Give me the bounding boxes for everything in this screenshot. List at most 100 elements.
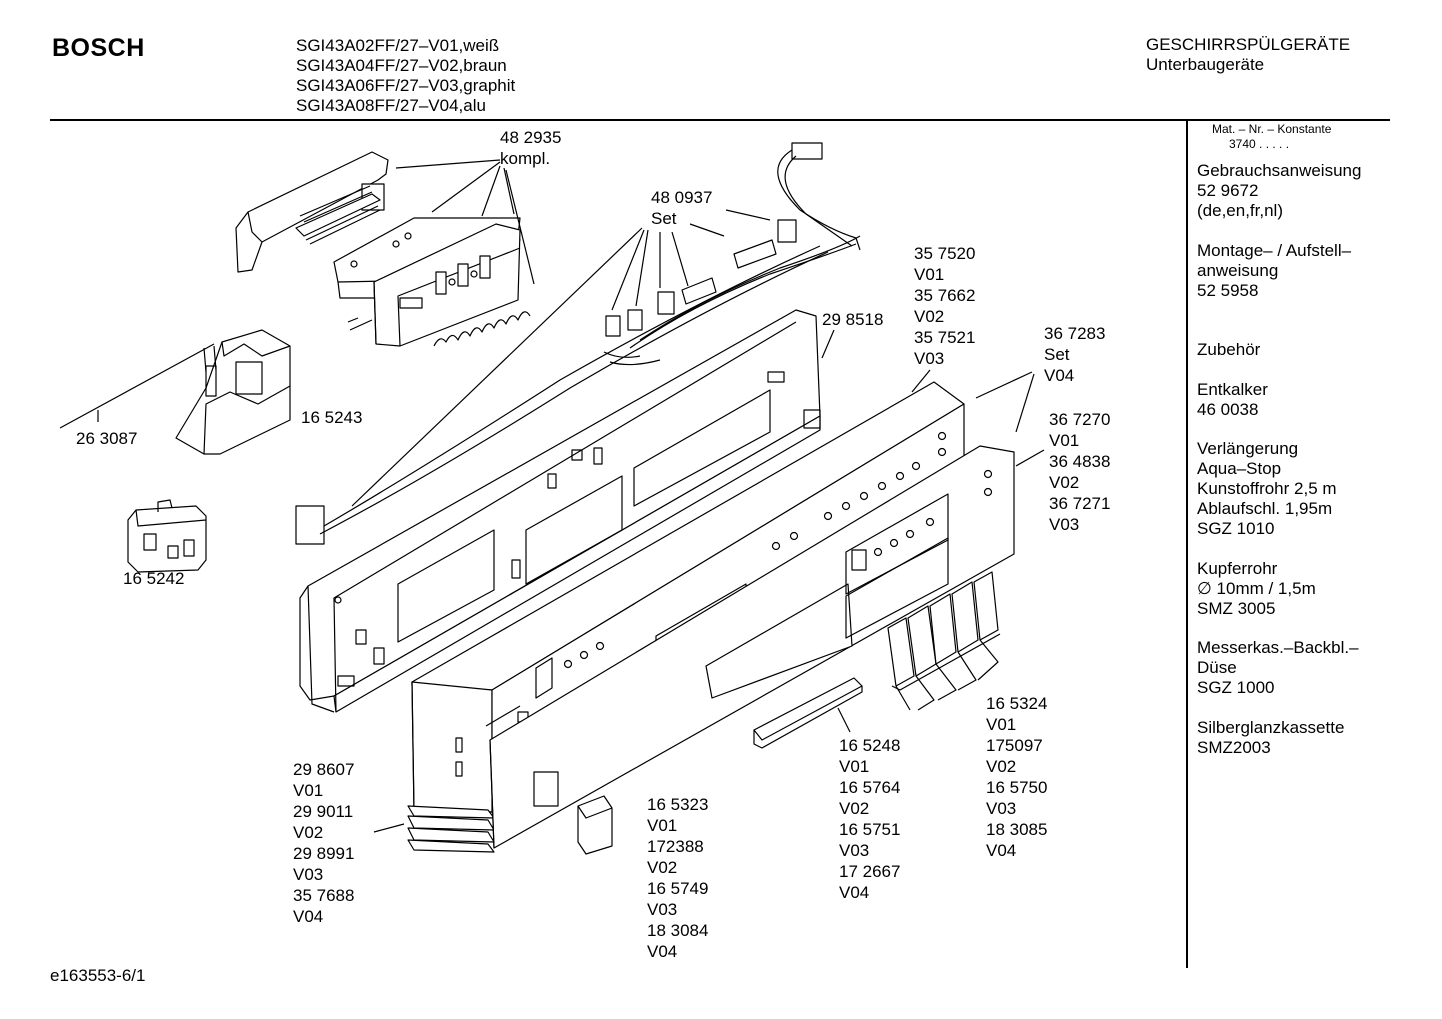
material-constant-title: Mat. – Nr. – Konstante (1212, 122, 1332, 136)
wiring-loom-drawing (296, 143, 860, 544)
material-constant: Mat. – Nr. – Konstante 3740 . . . . . (1212, 122, 1331, 152)
part-number: 29 9011 (293, 802, 354, 821)
part-number: 172388 (647, 837, 704, 856)
part-number: 175097 (986, 736, 1043, 755)
part-variant: V02 (293, 823, 324, 842)
part-number: 29 8991 (293, 844, 355, 863)
part-note: Set (651, 209, 677, 228)
part-variant: V04 (986, 841, 1017, 860)
part-label-357520: 35 7520 V01 35 7662 V02 35 7521 V03 (914, 243, 975, 369)
decor-strip-stack-drawing (408, 806, 494, 852)
model-line: SGI43A02FF/27–V01,weiß (296, 36, 500, 55)
part-number: 16 5749 (647, 879, 709, 898)
part-number: 18 3084 (647, 921, 709, 940)
part-label-298518: 29 8518 (822, 309, 883, 330)
brand-logo: BOSCH (52, 34, 145, 62)
part-label-367283: 36 7283 Set V04 (1044, 323, 1105, 386)
sidebar-section-copper-pipe: Kupferrohr ∅ 10mm / 1,5m SMZ 3005 (1197, 559, 1316, 619)
sidebar-section-extension: Verlängerung Aqua–Stop Kunstoffrohr 2,5 … (1197, 439, 1337, 539)
part-number: 16 5248 (839, 736, 901, 755)
sidebar-section-installation: Montage– / Aufstell– anweisung 52 5958 (1197, 241, 1351, 301)
part-variant: V04 (647, 942, 678, 961)
part-note: Set (1044, 345, 1070, 364)
part-number: 35 7688 (293, 886, 355, 905)
sidebar-line: Kunstoffrohr 2,5 m (1197, 479, 1337, 498)
part-variant: V03 (293, 865, 324, 884)
part-variant: V01 (647, 816, 678, 835)
part-number: 17 2667 (839, 862, 901, 881)
part-label-165323: 16 5323 V01 172388 V02 16 5749 V03 18 30… (647, 794, 708, 962)
part-number: 16 5324 (986, 694, 1048, 713)
part-number: 35 7662 (914, 286, 976, 305)
sidebar-section-nozzle: Messerkas.–Backbl.– Düse SGZ 1000 (1197, 638, 1359, 698)
part-number: 48 0937 (651, 188, 713, 207)
part-number: 16 5243 (301, 408, 363, 427)
model-line: SGI43A04FF/27–V02,braun (296, 56, 507, 75)
sidebar-line: Ablaufschl. 1,95m (1197, 499, 1333, 518)
part-variant: V02 (986, 757, 1017, 776)
sidebar-section-accessories: Zubehör (1197, 340, 1260, 360)
part-variant: V01 (839, 757, 870, 776)
document-code: e163553-6/1 (50, 966, 146, 985)
part-variant: V01 (1049, 431, 1080, 450)
sidebar-line: Messerkas.–Backbl.– (1197, 638, 1359, 657)
category-title: GESCHIRRSPÜLGERÄTE (1146, 35, 1351, 54)
sidebar-line: Düse (1197, 658, 1237, 677)
part-label-298607: 29 8607 V01 29 9011 V02 29 8991 V03 35 7… (293, 759, 354, 927)
bracket-drawing (176, 330, 290, 454)
part-label-165242: 16 5242 (123, 568, 184, 589)
part-number: 29 8607 (293, 760, 355, 779)
part-variant: V03 (647, 900, 678, 919)
sidebar-line: Kupferrohr (1197, 559, 1278, 578)
model-line: SGI43A06FF/27–V03,graphit (296, 76, 516, 95)
part-variant: V01 (986, 715, 1017, 734)
part-label-165248: 16 5248 V01 16 5764 V02 16 5751 V03 17 2… (839, 735, 900, 903)
part-label-367270: 36 7270 V01 36 4838 V02 36 7271 V03 (1049, 409, 1110, 535)
part-label-165324: 16 5324 V01 175097 V02 16 5750 V03 18 30… (986, 693, 1047, 861)
part-number: 18 3085 (986, 820, 1048, 839)
part-note: kompl. (500, 149, 551, 168)
sidebar-line: Aqua–Stop (1197, 459, 1282, 478)
leader-lines (60, 160, 1044, 832)
light-guide-drawing (754, 678, 862, 748)
part-variant: V02 (1049, 473, 1080, 492)
part-label-482935: 48 2935 kompl. (500, 127, 561, 169)
rear-frame-drawing (300, 310, 820, 712)
part-variant: V03 (986, 799, 1017, 818)
switch-module-drawing (128, 500, 206, 572)
sidebar-line: Verlängerung (1197, 439, 1299, 458)
sidebar-line: SGZ 1000 (1197, 678, 1275, 697)
sidebar-line: 52 9672 (1197, 181, 1259, 200)
sidebar-line: Gebrauchsanweisung (1197, 161, 1362, 180)
part-variant: V04 (293, 907, 324, 926)
sidebar-line: SMZ2003 (1197, 738, 1271, 757)
category-subtitle: Unterbaugeräte (1146, 55, 1265, 74)
part-variant: V03 (1049, 515, 1080, 534)
sidebar-line: anweisung (1197, 261, 1279, 280)
part-variant: V03 (839, 841, 870, 860)
push-buttons-drawing (888, 572, 1000, 690)
control-board-drawing (236, 152, 530, 346)
part-number: 16 5750 (986, 778, 1048, 797)
part-number: 48 2935 (500, 128, 562, 147)
part-number: 16 5751 (839, 820, 901, 839)
part-variant: V01 (293, 781, 324, 800)
front-facia-drawing (490, 446, 1014, 848)
sidebar-line: Entkalker (1197, 380, 1268, 399)
exploded-drawing (0, 0, 1180, 1019)
part-variant: V02 (839, 799, 870, 818)
part-number: 36 4838 (1049, 452, 1111, 471)
sidebar-line: 46 0038 (1197, 400, 1259, 419)
part-label-263087: 26 3087 (76, 428, 137, 449)
part-variant: V02 (647, 858, 678, 877)
sidebar-line: Montage– / Aufstell– (1197, 241, 1352, 260)
material-constant-value: 3740 . . . . . (1229, 137, 1290, 151)
sidebar-line: SGZ 1010 (1197, 519, 1275, 538)
lens-part-drawing (578, 796, 612, 854)
part-label-480937: 48 0937 Set (651, 187, 712, 229)
sidebar-section-manual: Gebrauchsanweisung 52 9672 (de,en,fr,nl) (1197, 161, 1361, 221)
sidebar-section-cassette: Silberglanzkassette SMZ2003 (1197, 718, 1344, 758)
sidebar-line: SMZ 3005 (1197, 599, 1276, 618)
part-number: 36 7271 (1049, 494, 1111, 513)
header-divider (50, 119, 1390, 121)
